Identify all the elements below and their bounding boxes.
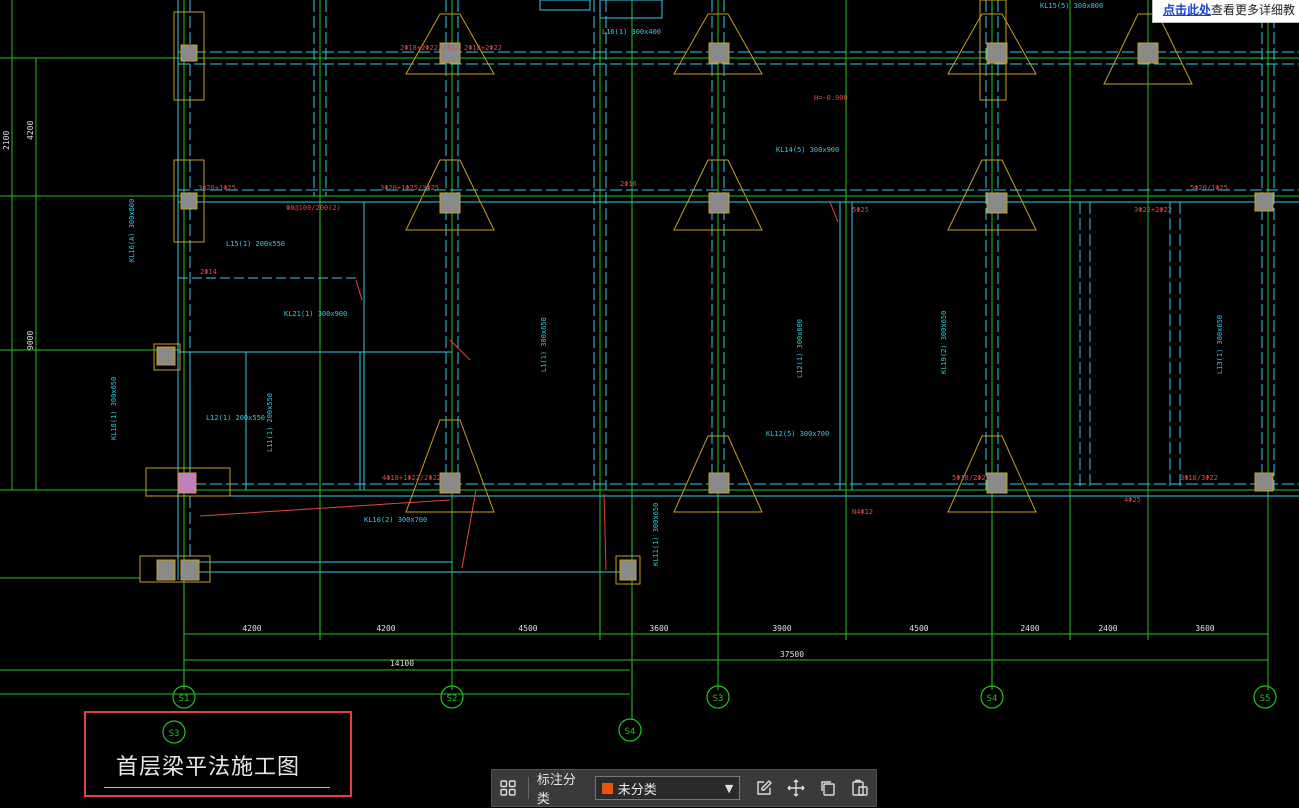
axis-label: S3 xyxy=(169,729,180,739)
svg-text:37500: 37500 xyxy=(780,650,804,659)
svg-text:3Φ20+1Φ25/3Φ25: 3Φ20+1Φ25/3Φ25 xyxy=(380,184,439,192)
beams-blue xyxy=(177,0,1299,580)
grid-icon[interactable] xyxy=(492,772,524,804)
columns xyxy=(156,42,1274,581)
axis-label: S4 xyxy=(987,694,998,704)
svg-text:2400: 2400 xyxy=(1098,624,1117,633)
hint-banner: 点击此处查看更多详细教 xyxy=(1151,0,1299,23)
svg-text:KL15(5) 300x800: KL15(5) 300x800 xyxy=(1040,2,1103,10)
svg-text:3Φ18/3Φ22: 3Φ18/3Φ22 xyxy=(1180,474,1218,482)
svg-text:2Φ14: 2Φ14 xyxy=(200,268,217,276)
axis-bubbles xyxy=(162,685,1277,744)
svg-text:4Φ18+1Φ22/2Φ22: 4Φ18+1Φ22/2Φ22 xyxy=(382,474,441,482)
svg-text:L13(1) 300x650: L13(1) 300x650 xyxy=(1216,315,1224,374)
svg-text:3900: 3900 xyxy=(772,624,791,633)
svg-text:3600: 3600 xyxy=(1195,624,1214,633)
svg-text:L15(1) 200x550: L15(1) 200x550 xyxy=(226,240,285,248)
svg-text:H=-0.900: H=-0.900 xyxy=(814,94,848,102)
svg-text:2400: 2400 xyxy=(1020,624,1039,633)
axis-label: S1 xyxy=(179,694,190,704)
annotation-category-label: 标注分类 xyxy=(536,773,576,807)
svg-text:L16(1) 300x400: L16(1) 300x400 xyxy=(602,28,661,36)
column-caps xyxy=(139,0,1193,585)
axis-label: S2 xyxy=(447,694,458,704)
hint-text: 查看更多详细教 xyxy=(1210,3,1295,17)
svg-text:L1(1) 300x650: L1(1) 300x650 xyxy=(540,317,548,372)
svg-text:KL14(5) 300x900: KL14(5) 300x900 xyxy=(776,146,839,154)
dimension-texts: 4200 4200 4500 3600 3900 4500 2400 2400 … xyxy=(242,624,1214,668)
beam-annotations-red: 2Φ18+2Φ22/2Φ22 3Φ20+1Φ25/3Φ25 5Φ20/1Φ25 … xyxy=(198,44,1228,516)
svg-text:5Φ18/2Φ22: 5Φ18/2Φ22 xyxy=(952,474,990,482)
svg-text:KL12(5) 300x700: KL12(5) 300x700 xyxy=(766,430,829,438)
axis-label: S5 xyxy=(1260,694,1271,704)
copy-icon[interactable] xyxy=(812,772,844,804)
svg-text:N4Φ12: N4Φ12 xyxy=(852,508,873,516)
svg-text:KL19(2) 300x650: KL19(2) 300x650 xyxy=(940,311,948,374)
svg-text:4500: 4500 xyxy=(518,624,537,633)
chevron-down-icon: ▼ xyxy=(724,781,734,795)
svg-text:3Φ20+1Φ25: 3Φ20+1Φ25 xyxy=(198,184,236,192)
svg-text:KL16(A) 300x800: KL16(A) 300x800 xyxy=(128,199,136,262)
svg-text:KL10(2) 300x700: KL10(2) 300x700 xyxy=(364,516,427,524)
drawing-title-highlight xyxy=(84,711,352,797)
axis-label: S3 xyxy=(713,694,724,704)
svg-text:KL21(1) 300x900: KL21(1) 300x900 xyxy=(284,310,347,318)
move-icon[interactable] xyxy=(780,772,812,804)
axis-bubble-labels: S1 S2 S3 S4 S5 S3 S4 xyxy=(169,694,1271,739)
svg-text:9000: 9000 xyxy=(26,331,35,350)
svg-text:3600: 3600 xyxy=(649,624,668,633)
annotation-category-select[interactable]: 未分类 ▼ xyxy=(594,776,741,800)
svg-text:4200: 4200 xyxy=(376,624,395,633)
svg-text:2100: 2100 xyxy=(2,131,11,150)
annotation-toolbar: 标注分类 未分类 ▼ xyxy=(491,769,877,807)
svg-text:2Φ18+2Φ22: 2Φ18+2Φ22 xyxy=(464,44,502,52)
svg-text:5Φ25: 5Φ25 xyxy=(852,206,869,214)
svg-text:Φ8@100/200(2): Φ8@100/200(2) xyxy=(286,204,341,212)
click-here-link[interactable]: 点击此处 xyxy=(1162,3,1211,17)
svg-text:4200: 4200 xyxy=(26,121,35,140)
svg-text:KL11(1) 300x650: KL11(1) 300x650 xyxy=(652,503,660,566)
svg-text:4Φ25: 4Φ25 xyxy=(1124,496,1141,504)
toolbar-divider xyxy=(527,777,529,799)
svg-text:KL18(1) 300x650: KL18(1) 300x650 xyxy=(110,377,118,440)
svg-text:4500: 4500 xyxy=(909,624,928,633)
category-select-value: 未分类 xyxy=(617,782,657,798)
svg-text:14100: 14100 xyxy=(390,659,414,668)
svg-text:2Φ18+2Φ22/2Φ22: 2Φ18+2Φ22/2Φ22 xyxy=(400,44,459,52)
svg-text:5Φ20/1Φ25: 5Φ20/1Φ25 xyxy=(1190,184,1228,192)
drawing-title: 首层梁平法施工图 xyxy=(116,755,301,780)
svg-text:3Φ22+2Φ22: 3Φ22+2Φ22 xyxy=(1134,206,1172,214)
title-underline xyxy=(104,787,330,788)
category-color-swatch xyxy=(601,782,613,794)
edit-icon[interactable] xyxy=(748,772,780,804)
paste-icon[interactable] xyxy=(844,772,876,804)
svg-text:2Φ16: 2Φ16 xyxy=(620,180,637,188)
svg-text:4200: 4200 xyxy=(242,624,261,633)
svg-text:L11(1) 200x550: L11(1) 200x550 xyxy=(266,393,274,452)
beams-red xyxy=(199,201,839,571)
axis-grid-lines xyxy=(0,0,1299,720)
svg-text:L12(1) 200x550: L12(1) 200x550 xyxy=(206,414,265,422)
svg-text:L12(1) 300x600: L12(1) 300x600 xyxy=(796,319,804,378)
left-dimension-texts: 2100 4200 9000 xyxy=(2,121,35,350)
axis-label: S4 xyxy=(625,727,636,737)
beam-annotations-blue: KL15(5) 300x800 KL14(5) 300x900 KL12(5) … xyxy=(110,2,1224,566)
